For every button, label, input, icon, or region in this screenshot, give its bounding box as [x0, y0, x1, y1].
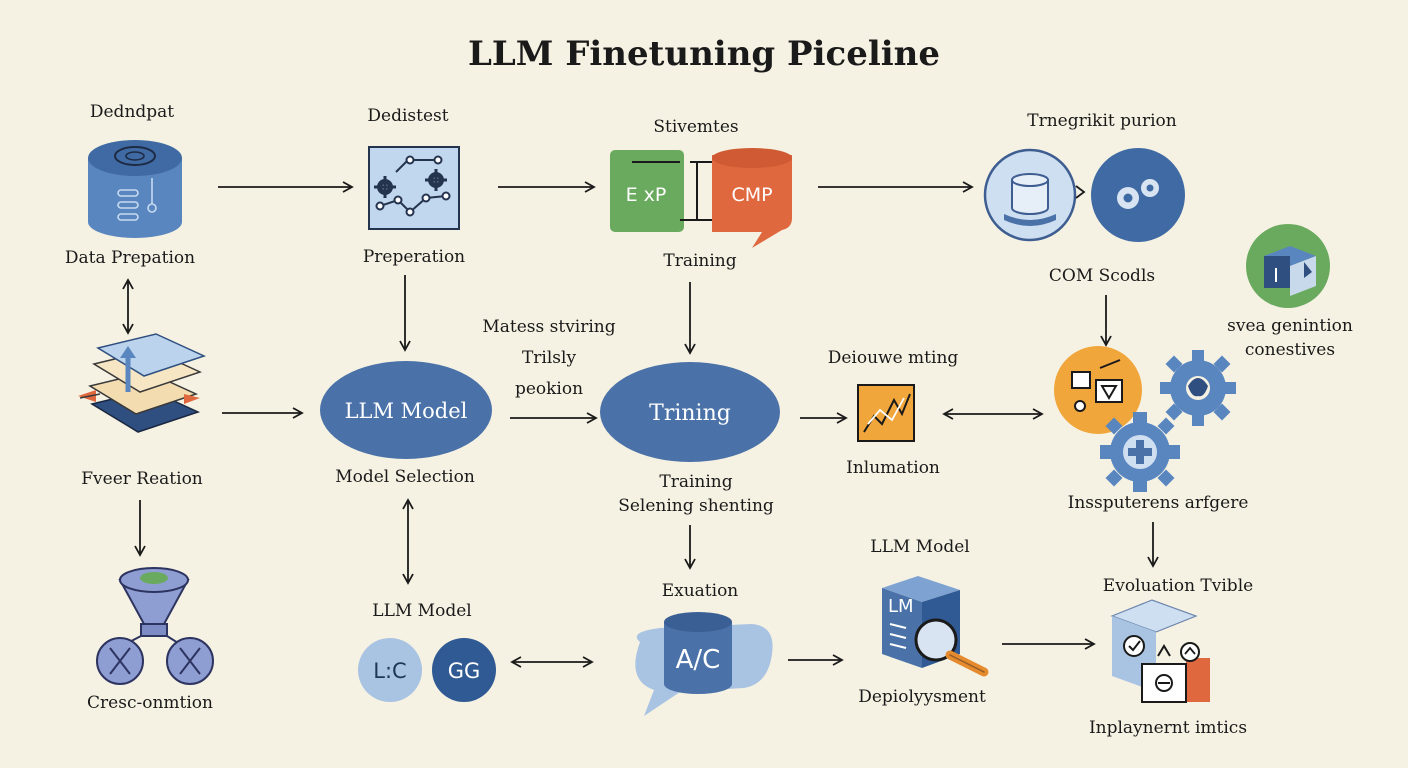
pipeline-caption: COM Scodls — [1048, 266, 1156, 286]
evaluation-box-icon — [1110, 599, 1210, 703]
database-gear-icon — [983, 148, 1185, 242]
funnel-icon — [96, 567, 214, 685]
compare-heading: Stivemtes — [653, 117, 739, 137]
chart-icon — [857, 384, 915, 442]
compare-box-b: CMP — [731, 184, 772, 206]
monitor-caption: Inlumation — [846, 458, 940, 478]
circle-right[interactable] — [432, 638, 496, 702]
cube-icon — [1246, 224, 1330, 308]
compare-box-a: E xP — [626, 184, 667, 206]
monitor-heading: Deiouwe mting — [827, 348, 959, 368]
diagram-title: LLM Finetuning Piceline — [467, 34, 941, 74]
llm-model-ellipse[interactable] — [320, 361, 492, 459]
server-magnifier-icon: LM — [882, 576, 989, 677]
gears-board-icon — [368, 146, 460, 230]
training-caption: Training Selening shenting — [618, 472, 774, 516]
circle-right-label: GG — [448, 659, 481, 683]
preparation-caption: Preperation — [362, 247, 466, 267]
compare-caption: Training — [663, 251, 737, 271]
training-ellipse[interactable] — [600, 362, 780, 462]
evaluation-caption: Inplaynernt imtics — [1088, 718, 1248, 738]
deployment-badge: LM — [888, 596, 914, 617]
circle-left[interactable] — [358, 638, 422, 702]
llm-model-label: LLM Model — [345, 399, 468, 423]
preparation-heading: Dedistest — [367, 106, 449, 126]
gears-icon — [1054, 346, 1236, 492]
gears-caption: Inssputerens arfgere — [1067, 493, 1249, 513]
middle-note: Matess stviring Trilsly peokion — [482, 317, 616, 399]
layers-icon — [78, 333, 207, 433]
circle-left-label: L:C — [373, 659, 406, 683]
dataset-heading: Dedndpat — [89, 102, 175, 122]
training-label: Trining — [649, 401, 731, 426]
circles-heading: LLM Model — [372, 601, 472, 621]
pipeline-heading: Trnegrikit purion — [1027, 111, 1177, 131]
dataset-caption: Data Prepation — [64, 248, 196, 268]
speech-cylinder-icon: A/C — [635, 612, 773, 716]
compare-icon: E xP CMP — [610, 148, 792, 248]
side-caption: svea genintion conestives — [1227, 316, 1353, 360]
layers-caption: Fveer Reation — [81, 469, 203, 489]
deployment-heading: LLM Model — [870, 537, 970, 557]
exuation-label: A/C — [676, 645, 721, 675]
llm-model-caption: Model Selection — [335, 467, 475, 487]
funnel-caption: Cresc-onmtion — [87, 693, 213, 713]
exuation-heading: Exuation — [661, 581, 739, 601]
deployment-caption: Depiolyysment — [858, 687, 986, 707]
database-icon — [88, 140, 182, 238]
evaluation-heading: Evoluation Tvible — [1102, 576, 1254, 596]
